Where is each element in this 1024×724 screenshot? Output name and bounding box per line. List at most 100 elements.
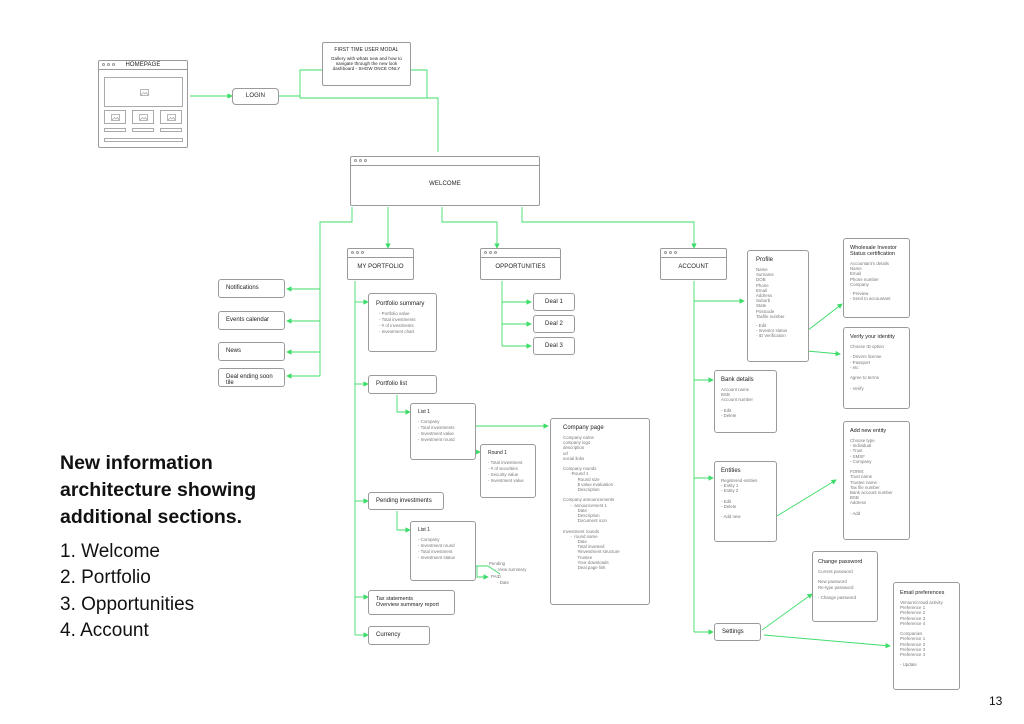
events-calendar-label: Events calendar [226, 317, 270, 323]
change-password-title: Change password [818, 559, 863, 565]
company-page-line: Date [563, 539, 587, 545]
wholesale-line: Company [850, 281, 869, 287]
list1-item: - Investment round [418, 437, 455, 442]
email-preference-line: Preference 4 [900, 620, 926, 626]
status-pending-sub: - View summary [495, 567, 527, 572]
profile-action: - Edit [756, 323, 767, 329]
bank-line: - Edit [721, 407, 732, 413]
add-entity-line: Address [850, 500, 867, 506]
notifications-node: Notifications [218, 279, 285, 298]
pending-investments-title: Pending investments [376, 498, 432, 504]
browser-bar [99, 61, 187, 70]
caption-step-label: Welcome [81, 541, 160, 562]
company-page-line: #investment structure [563, 549, 620, 555]
profile-field: Address [756, 293, 773, 299]
round1-item: - Total investment [488, 460, 523, 465]
entities-line: - Add new [721, 514, 741, 520]
notifications-label: Notifications [226, 285, 259, 291]
profile-field: Surname [756, 272, 774, 278]
add-entity-node: Add new entity Choose type- Individual- … [843, 421, 910, 540]
pending-list1-node: List 1 - Company - Investment round - To… [410, 521, 476, 581]
entities-line: - Entity 1 [721, 483, 739, 489]
my-portfolio-label: MY PORTFOLIO [357, 264, 404, 270]
login-node: LOGIN [232, 88, 279, 105]
add-entity-line: Tax file number [850, 484, 880, 490]
caption-step-label: Account [80, 619, 149, 641]
caption-step-label: Opportunities [81, 593, 195, 615]
wholesale-action: - Send to accountant [850, 296, 891, 302]
bank-line: Account number [721, 397, 753, 403]
wholesale-line: Email [850, 271, 861, 277]
email-preference-line: Preference 1 [900, 605, 926, 611]
email-preference-line: Preference 2 [900, 610, 926, 616]
change-password-line: Current password [818, 569, 853, 574]
add-entity-line: Trustee name [850, 479, 877, 485]
add-entity-line: - Add [850, 510, 861, 516]
settings-node: Settings [714, 623, 761, 641]
news-label: News [226, 348, 242, 354]
company-page-line: Round size [563, 476, 600, 482]
image-icon [111, 114, 120, 121]
company-page-line: Total invested [563, 544, 605, 550]
first-time-modal-node: FIRST TIME USER MODAL Gallery with whats… [322, 42, 411, 86]
round1-title: Round 1 [488, 450, 507, 456]
profile-action: - Investor status [756, 328, 788, 334]
pending-investments-node: Pending investments [368, 492, 444, 510]
company-page-line: company logo [563, 440, 591, 446]
entities-line: Registered entities [721, 478, 758, 483]
company-page-line: Date [563, 507, 587, 513]
portfolio-summary-item: - # of investments [379, 323, 414, 328]
portfolio-summary-item: - Total investments [379, 317, 416, 322]
status-paid-sub: - Date [497, 580, 509, 585]
company-page-line: - round name [563, 533, 598, 539]
caption-heading: New information architecture showing add… [60, 452, 257, 528]
round1-item: - Security value [488, 472, 519, 477]
company-page-line: Investment rounds [563, 528, 600, 534]
portfolio-summary-title: Portfolio summary [376, 301, 425, 307]
caption-step: 3. Opportunities [60, 593, 195, 615]
add-entity-line: - SMSF [850, 453, 865, 459]
deal-ending-soon-label: Deal ending soon tile [226, 374, 273, 386]
currency-title: Currency [376, 632, 401, 638]
change-password-line: Re-type password [818, 584, 854, 590]
browser-bar [348, 249, 413, 258]
currency-node: Currency [368, 626, 430, 645]
portfolio-summary-node: Portfolio summary - Portfolio value - To… [368, 293, 437, 352]
profile-title: Profile [756, 257, 774, 263]
email-preference-line: Preference 3 [900, 615, 926, 621]
bank-line: Account name [721, 387, 750, 392]
add-entity-line: Choose type [850, 438, 875, 443]
add-entity-line: Trust name [850, 474, 873, 480]
profile-field: Suburb [756, 298, 771, 304]
email-preference-line: Preference 1 [900, 636, 926, 642]
image-icon [167, 114, 176, 121]
portfolio-summary-item: - Portfolio value [379, 311, 410, 316]
list1-item: - Total investments [418, 425, 455, 430]
thumb-image-placeholder [160, 110, 182, 124]
deal-node: Deal 1 [533, 293, 575, 311]
thumb-caption-placeholder [160, 128, 182, 132]
settings-title: Settings [722, 629, 744, 635]
welcome-label: WELCOME [429, 181, 461, 187]
entities-title: Entities [721, 468, 741, 474]
caption-step-label: Portfolio [81, 567, 151, 589]
company-page-line: url [563, 450, 568, 456]
entities-line: - Delete [721, 504, 737, 509]
profile-field: DOB [756, 277, 766, 283]
company-page-line: Company name [563, 435, 594, 440]
company-page-line: -Round 1 [563, 471, 589, 477]
company-page-line: Your downloads [563, 559, 609, 565]
list1-node: List 1 - Company - Total investments - I… [410, 403, 476, 460]
pending-list1-item: - Investment status [418, 555, 456, 560]
bank-line: - Delete [721, 413, 737, 418]
company-page-title: Company page [563, 425, 604, 431]
deal-label: Deal 2 [545, 321, 563, 327]
email-preference-line: Companies [900, 631, 923, 637]
homepage-title: HOMEPAGE [125, 62, 161, 68]
image-icon [140, 89, 149, 96]
page-number: 13 [989, 694, 1003, 708]
profile-field: State [756, 303, 767, 309]
